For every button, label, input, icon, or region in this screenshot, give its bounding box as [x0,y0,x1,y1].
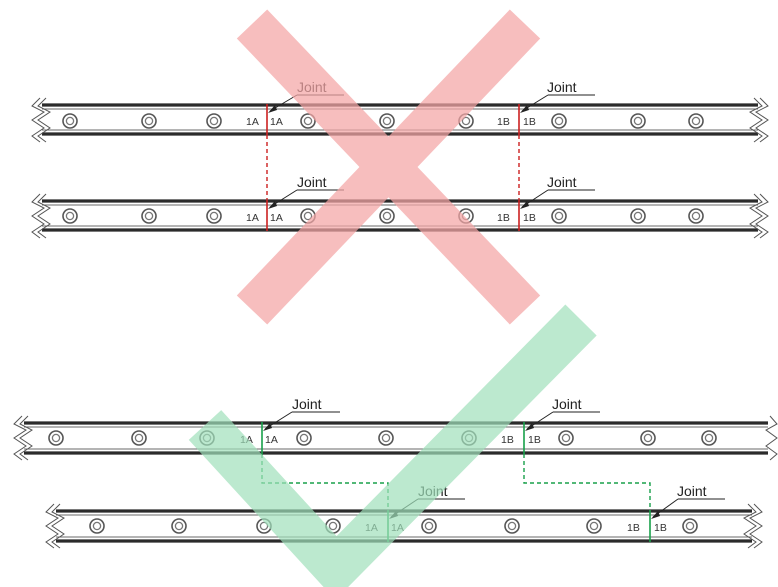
cross-icon [236,9,541,325]
bolt [62,113,78,129]
correct-example: 1A 1A 1B 1B Joint Joint [13,304,778,587]
joint-callout: Joint [268,174,344,209]
joint-callout: Joint [263,396,340,431]
bolt [378,430,394,446]
bolt [300,113,316,129]
bolt [206,208,222,224]
bolt [62,208,78,224]
bolt [630,113,646,129]
label-1b-right: 1B [523,116,536,128]
bolt [640,430,656,446]
bolt [89,518,105,534]
label-1b-left: 1B [501,434,514,446]
joint-label: Joint [547,174,577,190]
joint-label: Joint [677,483,707,499]
bolt [171,518,187,534]
joint-label: Joint [547,79,577,95]
bolt [206,113,222,129]
joint-callout: Joint [520,79,595,113]
bolt [379,208,395,224]
bolt [586,518,602,534]
bolt [379,113,395,129]
label-1b-right: 1B [528,434,541,446]
label-1a-right: 1A [265,434,278,446]
check-icon [188,304,597,587]
bolt [131,430,147,446]
rail-bottom-1 [13,415,778,461]
label-1b-right: 1B [523,212,536,224]
label-1a-left: 1A [246,212,259,224]
bolts-top-2 [62,208,704,224]
bolt [296,430,312,446]
label-1a-right: 1A [270,116,283,128]
bolt [551,208,567,224]
staggered-joint-connector [523,454,651,510]
bolt [141,208,157,224]
bolt [688,113,704,129]
bolts-top-1 [62,113,704,129]
label-1b-right: 1B [654,522,667,534]
bolt [48,430,64,446]
label-1a-right: 1A [270,212,283,224]
bolt [421,518,437,534]
joint-label: Joint [297,174,327,190]
joint-callout: Joint [525,396,600,431]
label-1b-left: 1B [627,522,640,534]
joint-callout: Joint [651,483,725,519]
bolt [630,208,646,224]
bolt [558,430,574,446]
bolt [701,430,717,446]
joint-label: Joint [292,396,322,412]
label-1b-left: 1B [497,116,510,128]
bolt [141,113,157,129]
bolts-bottom-1 [48,430,717,446]
bolt [551,113,567,129]
joint-label: Joint [552,396,582,412]
wrong-example: 1A 1A 1B 1B Joint Joint [31,9,769,325]
bolt [504,518,520,534]
joint-callout: Joint [520,174,595,209]
label-1b-left: 1B [497,212,510,224]
label-1a-left: 1A [246,116,259,128]
bolt [688,208,704,224]
bolt [682,518,698,534]
